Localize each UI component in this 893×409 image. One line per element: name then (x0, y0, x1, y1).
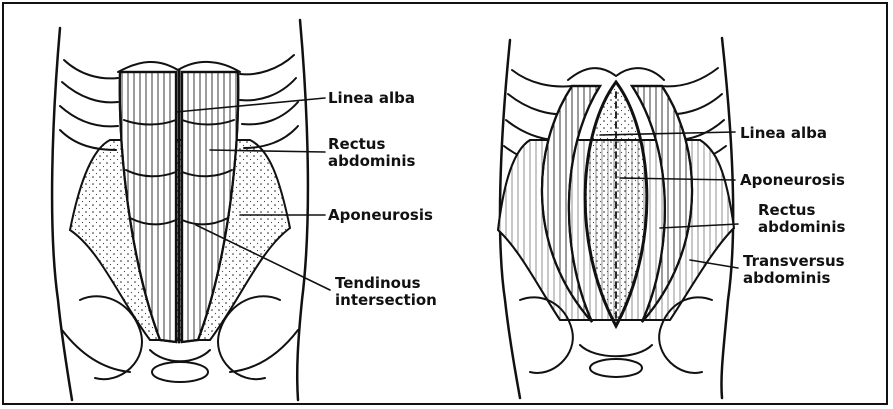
label-aponeurosis-right: Aponeurosis (740, 172, 845, 189)
label-rectus-abdominis-left: Rectus abdominis (328, 136, 415, 170)
left-torso-figure (52, 20, 330, 400)
right-torso-figure (498, 38, 738, 398)
label-aponeurosis-left: Aponeurosis (328, 207, 433, 224)
label-tendinous-intersection: Tendinous intersection (335, 275, 437, 309)
label-rectus-abdominis-right: Rectus abdominis (758, 202, 845, 236)
label-linea-alba-left: Linea alba (328, 90, 415, 107)
label-transversus-abdominis: Transversus abdominis (743, 253, 845, 287)
label-linea-alba-right: Linea alba (740, 125, 827, 142)
